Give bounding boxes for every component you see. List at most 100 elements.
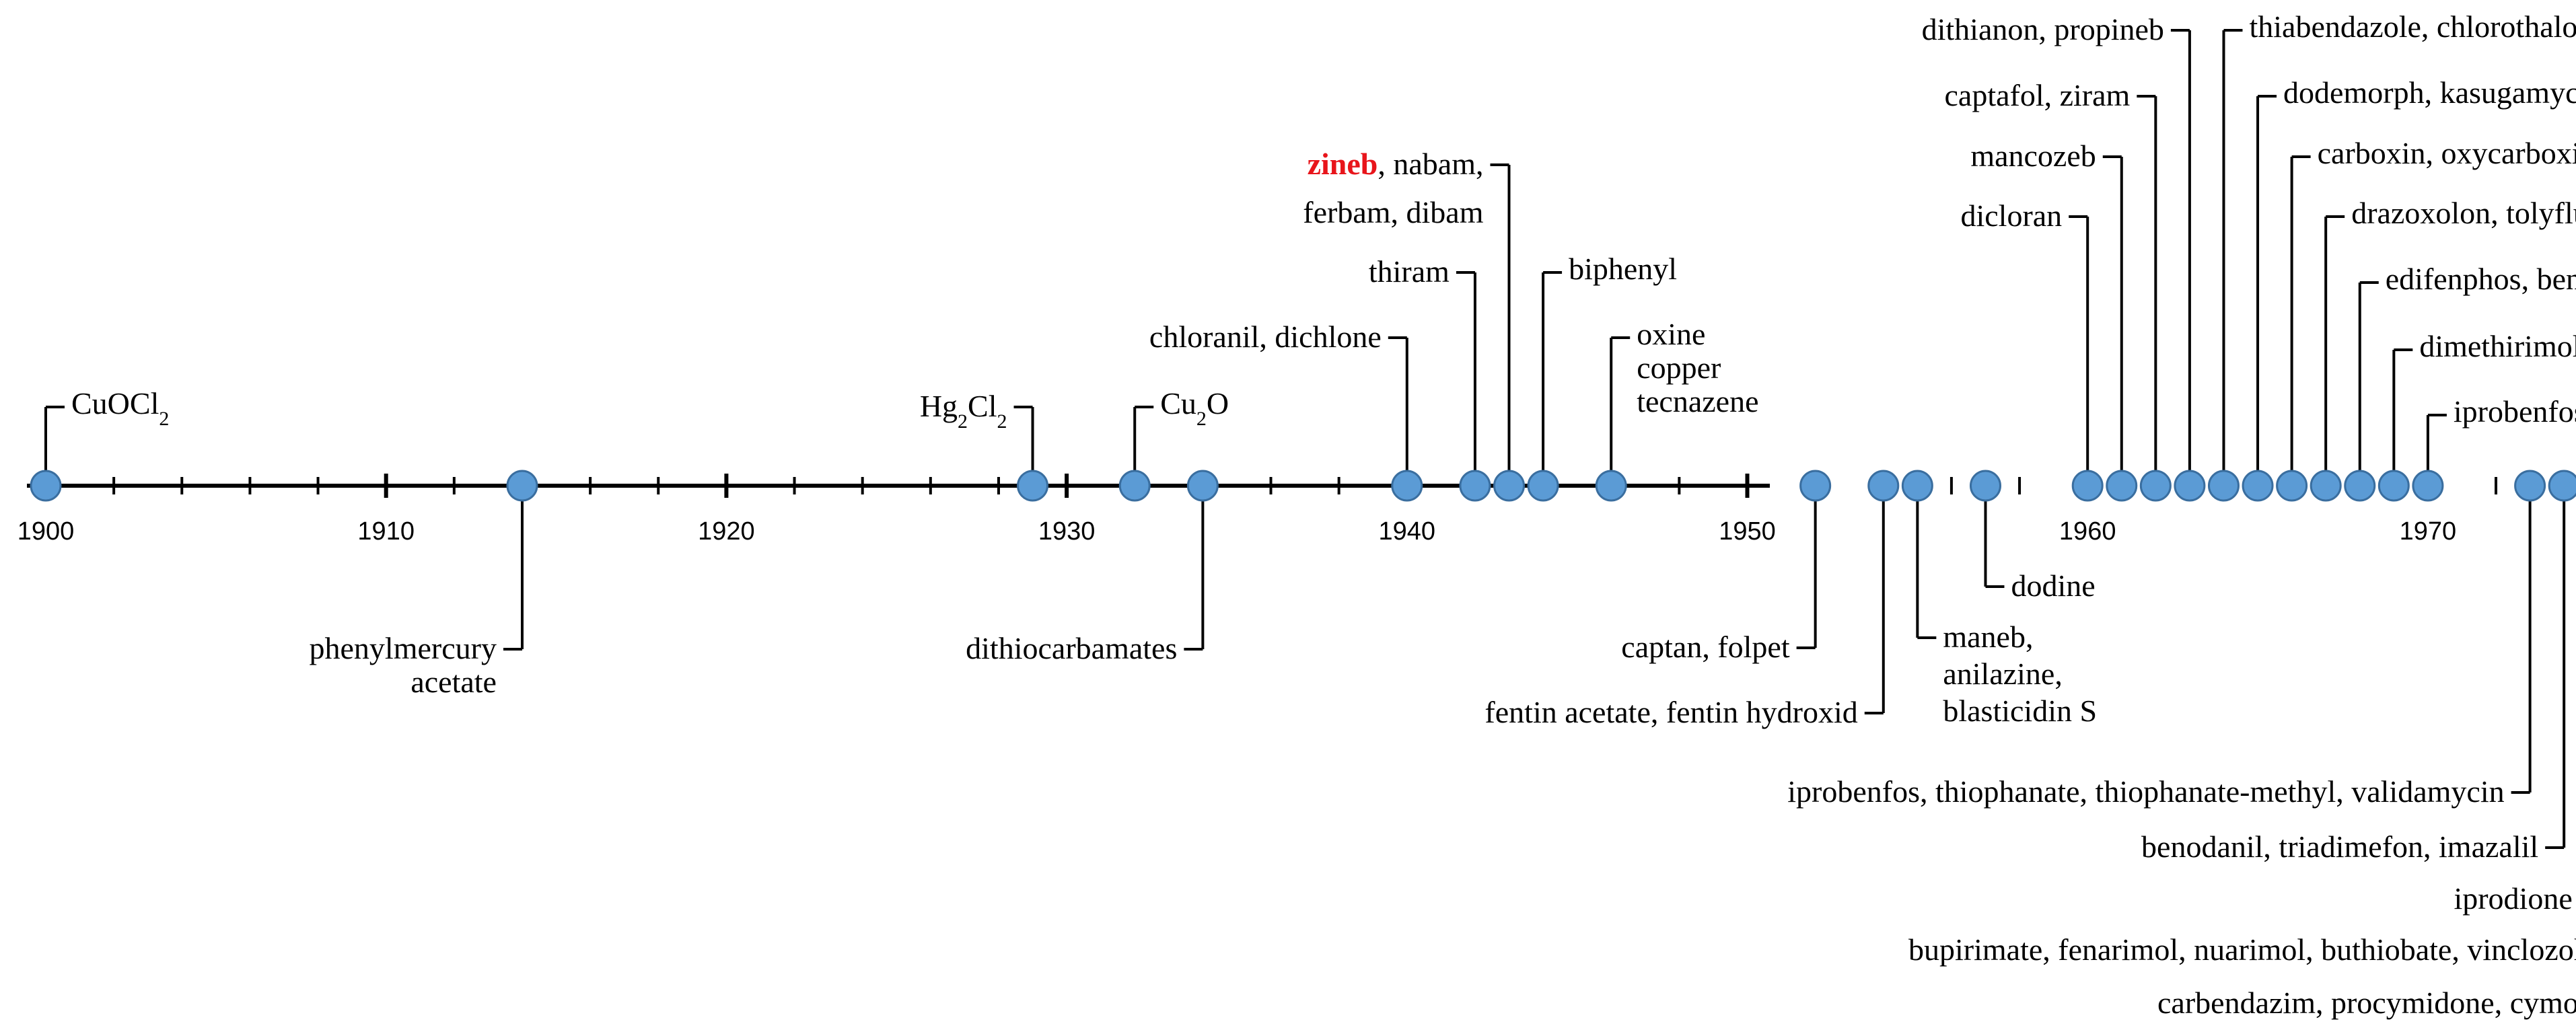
event-label: zineb, nabam, ferbam, dibam	[1303, 147, 1483, 229]
event-label: iprodione	[2454, 881, 2572, 916]
label-segment: , nabam,	[1378, 147, 1483, 181]
label-segment: thiram	[1369, 254, 1450, 289]
label-segment: dithiocarbamates	[966, 631, 1177, 665]
label-segment: drazoxolon, tolyfluanid	[2351, 196, 2576, 230]
event-label: bupirimate, fenarimol, nuarimol, buthiob…	[1908, 932, 2576, 967]
event-marker	[1459, 470, 1491, 502]
event-label: dicloran	[1960, 198, 2062, 233]
label-segment: ferbam, dibam	[1303, 195, 1483, 229]
event-label: dodine	[2011, 568, 2095, 603]
label-segment: copper	[1637, 350, 1721, 385]
event-marker	[1493, 470, 1526, 502]
label-segment: captan, folpet	[1621, 630, 1790, 664]
label-segment: thiabendazole, chlorothalonil, dichloflu…	[2249, 9, 2576, 44]
event-marker	[2242, 470, 2274, 502]
event-marker	[1391, 470, 1423, 502]
year-tick-label: 1930	[1038, 517, 1096, 546]
event-label: CuOCl2	[71, 386, 169, 430]
label-segment: dodemorph, kasugamycin, polyoxins, pyraz…	[2283, 75, 2576, 110]
event-marker	[1867, 470, 1900, 502]
label-segment: iprobenfos, thiophanate, thiophanate-met…	[1787, 774, 2504, 809]
event-marker	[1017, 470, 1049, 502]
label-segment: carbendazim, procymidone, cymoxanil	[2157, 986, 2576, 1020]
event-marker	[1901, 470, 1933, 502]
event-marker	[2344, 470, 2376, 502]
label-segment: anilazine,	[1943, 657, 2063, 691]
event-marker	[2071, 470, 2104, 502]
label-segment: bupirimate, fenarimol, nuarimol, buthiob…	[1908, 932, 2576, 967]
event-label: Cu2O	[1160, 386, 1229, 430]
label-segment: iprobenfos hiophanate, thiophanatemethyl…	[2454, 394, 2576, 429]
connector-lines	[44, 29, 2566, 849]
label-segment: fentin acetate, fentin hydroxid	[1484, 695, 1857, 729]
event-label: dodemorph, kasugamycin, polyoxins, pyraz…	[2283, 75, 2576, 110]
year-tick-label: 1920	[698, 517, 755, 546]
event-marker	[2548, 470, 2576, 502]
event-label: biphenyl	[1569, 252, 1677, 286]
label-segment: dithianon, propineb	[1922, 12, 2164, 46]
event-marker	[1595, 470, 1627, 502]
label-segment: dicloran	[1960, 198, 2062, 233]
event-label: dimethirimol, ethirimol, triforine, trid…	[2419, 329, 2576, 363]
year-tick-label: 1900	[17, 517, 75, 546]
event-marker	[506, 470, 538, 502]
label-segment: maneb,	[1943, 620, 2033, 654]
label-segment: phenylmercury	[310, 631, 497, 665]
year-tick-label: 1960	[2059, 517, 2116, 546]
label-segment: benodanil, triadimefon, imazalil	[2141, 829, 2538, 864]
event-label: drazoxolon, tolyfluanid	[2351, 196, 2576, 230]
event-label: dithiocarbamates	[966, 631, 1177, 665]
event-label: carbendazim, procymidone, cymoxanil	[2157, 986, 2576, 1020]
event-marker	[1969, 470, 2001, 502]
event-marker	[2412, 470, 2444, 502]
label-segment: oxine	[1637, 317, 1705, 351]
year-tick-label: 1970	[2400, 517, 2457, 546]
label-segment: biphenyl	[1569, 252, 1677, 286]
label-segment: 2	[159, 408, 169, 430]
label-segment: 2	[1196, 408, 1207, 430]
event-label: maneb,anilazine,blasticidin S	[1943, 620, 2097, 728]
event-label: benodanil, triadimefon, imazalil	[2141, 829, 2538, 864]
label-segment: acetate	[410, 665, 497, 699]
event-label: fentin acetate, fentin hydroxid	[1484, 695, 1857, 729]
year-tick-label: 1950	[1719, 517, 1776, 546]
event-markers	[30, 470, 2576, 502]
event-label: thiabendazole, chlorothalonil, dichloflu…	[2249, 9, 2576, 44]
event-label: captan, folpet	[1621, 630, 1790, 664]
label-segment: carboxin, oxycarboxin	[2318, 136, 2576, 170]
event-label: dithianon, propineb	[1922, 12, 2164, 46]
label-segment: dimethirimol, ethirimol, triforine, trid…	[2419, 329, 2576, 363]
event-label: chloranil, dichlone	[1149, 320, 1382, 354]
label-segment: tecnazene	[1637, 384, 1758, 418]
event-label: thiram	[1369, 254, 1450, 289]
event-marker	[1527, 470, 1559, 502]
year-tick-label: 1910	[357, 517, 415, 546]
event-label: edifenphos, benomyl, fuberidazole, guaza…	[2386, 262, 2576, 296]
event-marker	[2514, 470, 2546, 502]
label-segment: Cl	[968, 389, 997, 423]
event-marker	[2106, 470, 2138, 502]
event-marker	[1186, 470, 1219, 502]
event-marker	[2377, 470, 2410, 502]
label-segment: chloranil, dichlone	[1149, 320, 1382, 354]
highlighted-compound: zineb	[1308, 147, 1378, 181]
event-marker	[2139, 470, 2172, 502]
label-segment: blasticidin S	[1943, 694, 2097, 728]
label-segment: Cu	[1160, 386, 1196, 420]
event-label: iprobenfos, thiophanate, thiophanate-met…	[1787, 774, 2504, 809]
label-segment: iprodione	[2454, 881, 2572, 916]
year-tick-label: 1940	[1379, 517, 1436, 546]
event-label: captafol, ziram	[1944, 78, 2130, 112]
event-marker	[1118, 470, 1151, 502]
label-segment: mancozeb	[1970, 139, 2096, 173]
label-segment: CuOCl	[71, 386, 159, 420]
label-segment: edifenphos, benomyl, fuberidazole, guaza…	[2386, 262, 2576, 296]
event-marker	[30, 470, 62, 502]
event-marker	[2276, 470, 2308, 502]
event-marker	[2207, 470, 2240, 502]
